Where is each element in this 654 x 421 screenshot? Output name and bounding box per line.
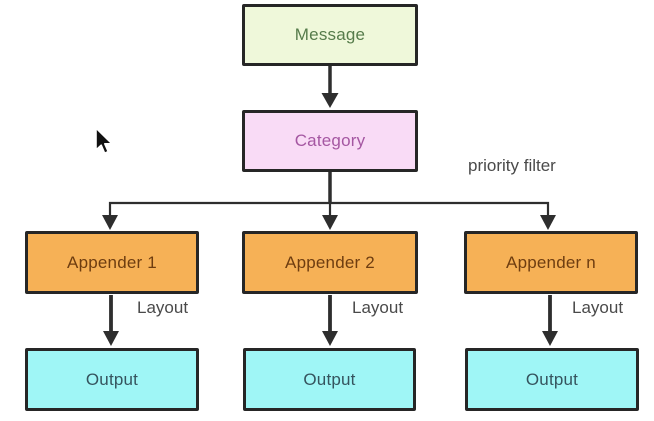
appender-1-node-label: Appender 1 <box>67 252 157 272</box>
layout-label-2: Layout <box>352 298 404 317</box>
output-3-node: Output <box>465 348 639 411</box>
output-2-node: Output <box>243 348 416 411</box>
arrowhead-appendern-to-output <box>542 331 558 346</box>
layout-label-1: Layout <box>137 298 189 317</box>
arrowhead-to-appender-2 <box>322 215 338 230</box>
appender-n-node-label: Appender n <box>506 252 596 272</box>
output-3-node-label: Output <box>525 369 579 389</box>
category-node-label: Category <box>294 131 366 150</box>
arrowhead-to-appender-n <box>540 215 556 230</box>
priority-filter-label: priority filter <box>468 156 556 175</box>
category-node: Category <box>242 110 418 172</box>
appender-2-node-label: Appender 2 <box>285 252 375 272</box>
message-node: Message <box>242 4 418 66</box>
output-1-node: Output <box>25 348 199 411</box>
message-node-label: Message <box>294 25 366 44</box>
appender-1-node: Appender 1 <box>25 231 199 294</box>
appender-2-node: Appender 2 <box>242 231 418 294</box>
output-1-node-label: Output <box>85 369 139 389</box>
output-2-node-label: Output <box>303 369 356 389</box>
layout-label-3: Layout <box>572 298 624 317</box>
arrowhead-to-appender-1 <box>102 215 118 230</box>
appender-n-node: Appender n <box>464 231 638 294</box>
arrowhead-appender2-to-output <box>322 331 338 346</box>
mouse-cursor-icon <box>95 127 113 155</box>
arrowhead-appender1-to-output <box>103 331 119 346</box>
arrowhead-message-to-category <box>321 93 339 108</box>
